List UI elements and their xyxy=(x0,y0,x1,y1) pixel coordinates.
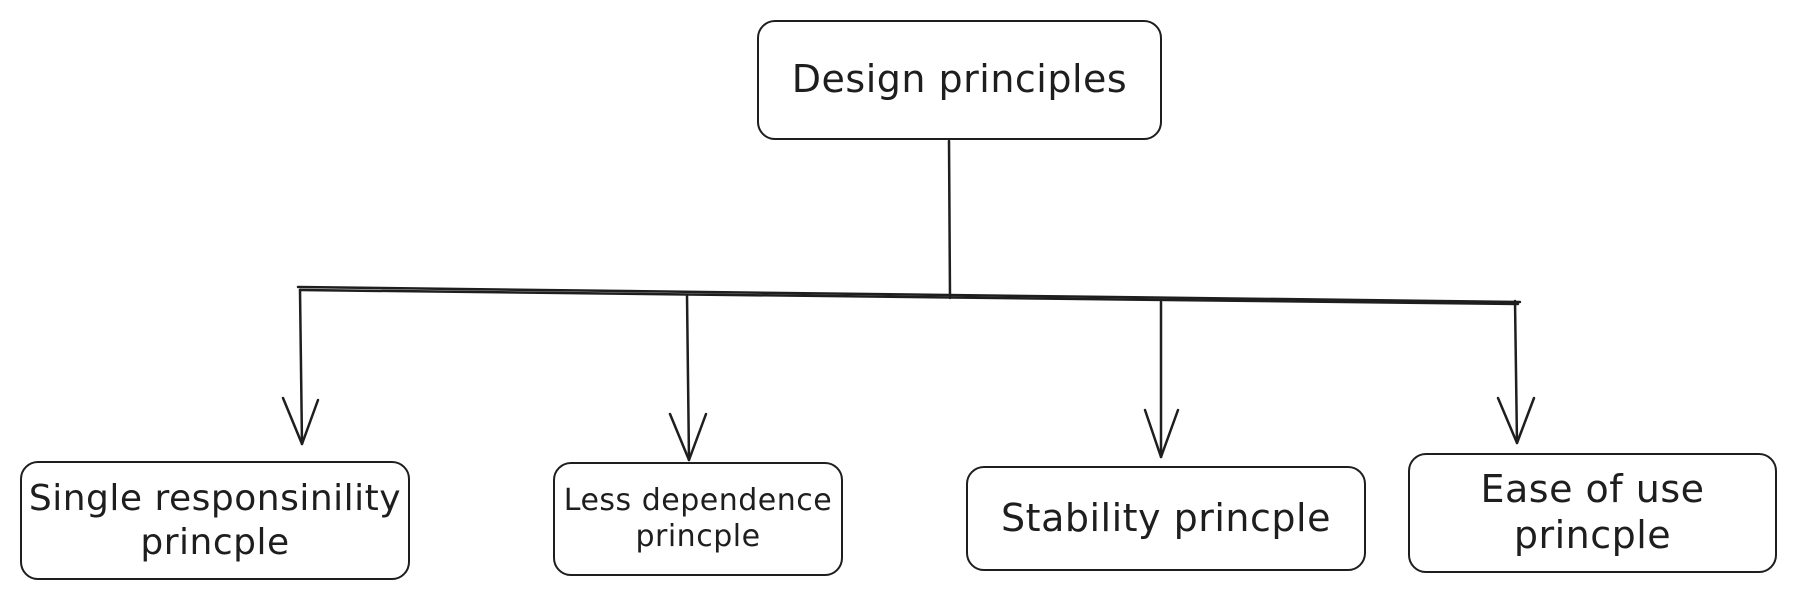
node-label-line1: Less dependence xyxy=(563,483,833,518)
node-label-line2: princple xyxy=(635,519,761,554)
root-node-design-principles: Design principles xyxy=(757,20,1162,140)
branch-bus-line xyxy=(296,285,1522,304)
node-label-line1: Single responsinility xyxy=(28,478,402,520)
arrow-to-ease-of-use xyxy=(1513,299,1519,445)
node-stability-principle: Stability princple xyxy=(966,466,1366,571)
node-ease-of-use-principle: Ease of use princple xyxy=(1408,453,1777,573)
root-stem-connector xyxy=(947,139,952,300)
node-label-line2: princple xyxy=(140,521,290,563)
node-label-line1: Stability princple xyxy=(1001,495,1331,540)
root-node-label: Design principles xyxy=(791,57,1128,102)
arrow-head-3 xyxy=(1143,408,1180,459)
node-label-line1: Ease of use xyxy=(1480,467,1705,512)
branch-bus-line-shadow xyxy=(298,288,1520,306)
arrow-to-single-responsibility xyxy=(298,288,304,446)
arrow-head-4 xyxy=(1496,396,1536,445)
node-label-line2: princple xyxy=(1513,513,1672,557)
node-single-responsibility-principle: Single responsinility princple xyxy=(20,461,410,580)
arrow-head-1 xyxy=(281,396,320,446)
node-less-dependence-principle: Less dependence princple xyxy=(553,462,843,576)
arrow-to-less-dependence xyxy=(685,293,691,462)
arrow-head-2 xyxy=(668,412,708,462)
